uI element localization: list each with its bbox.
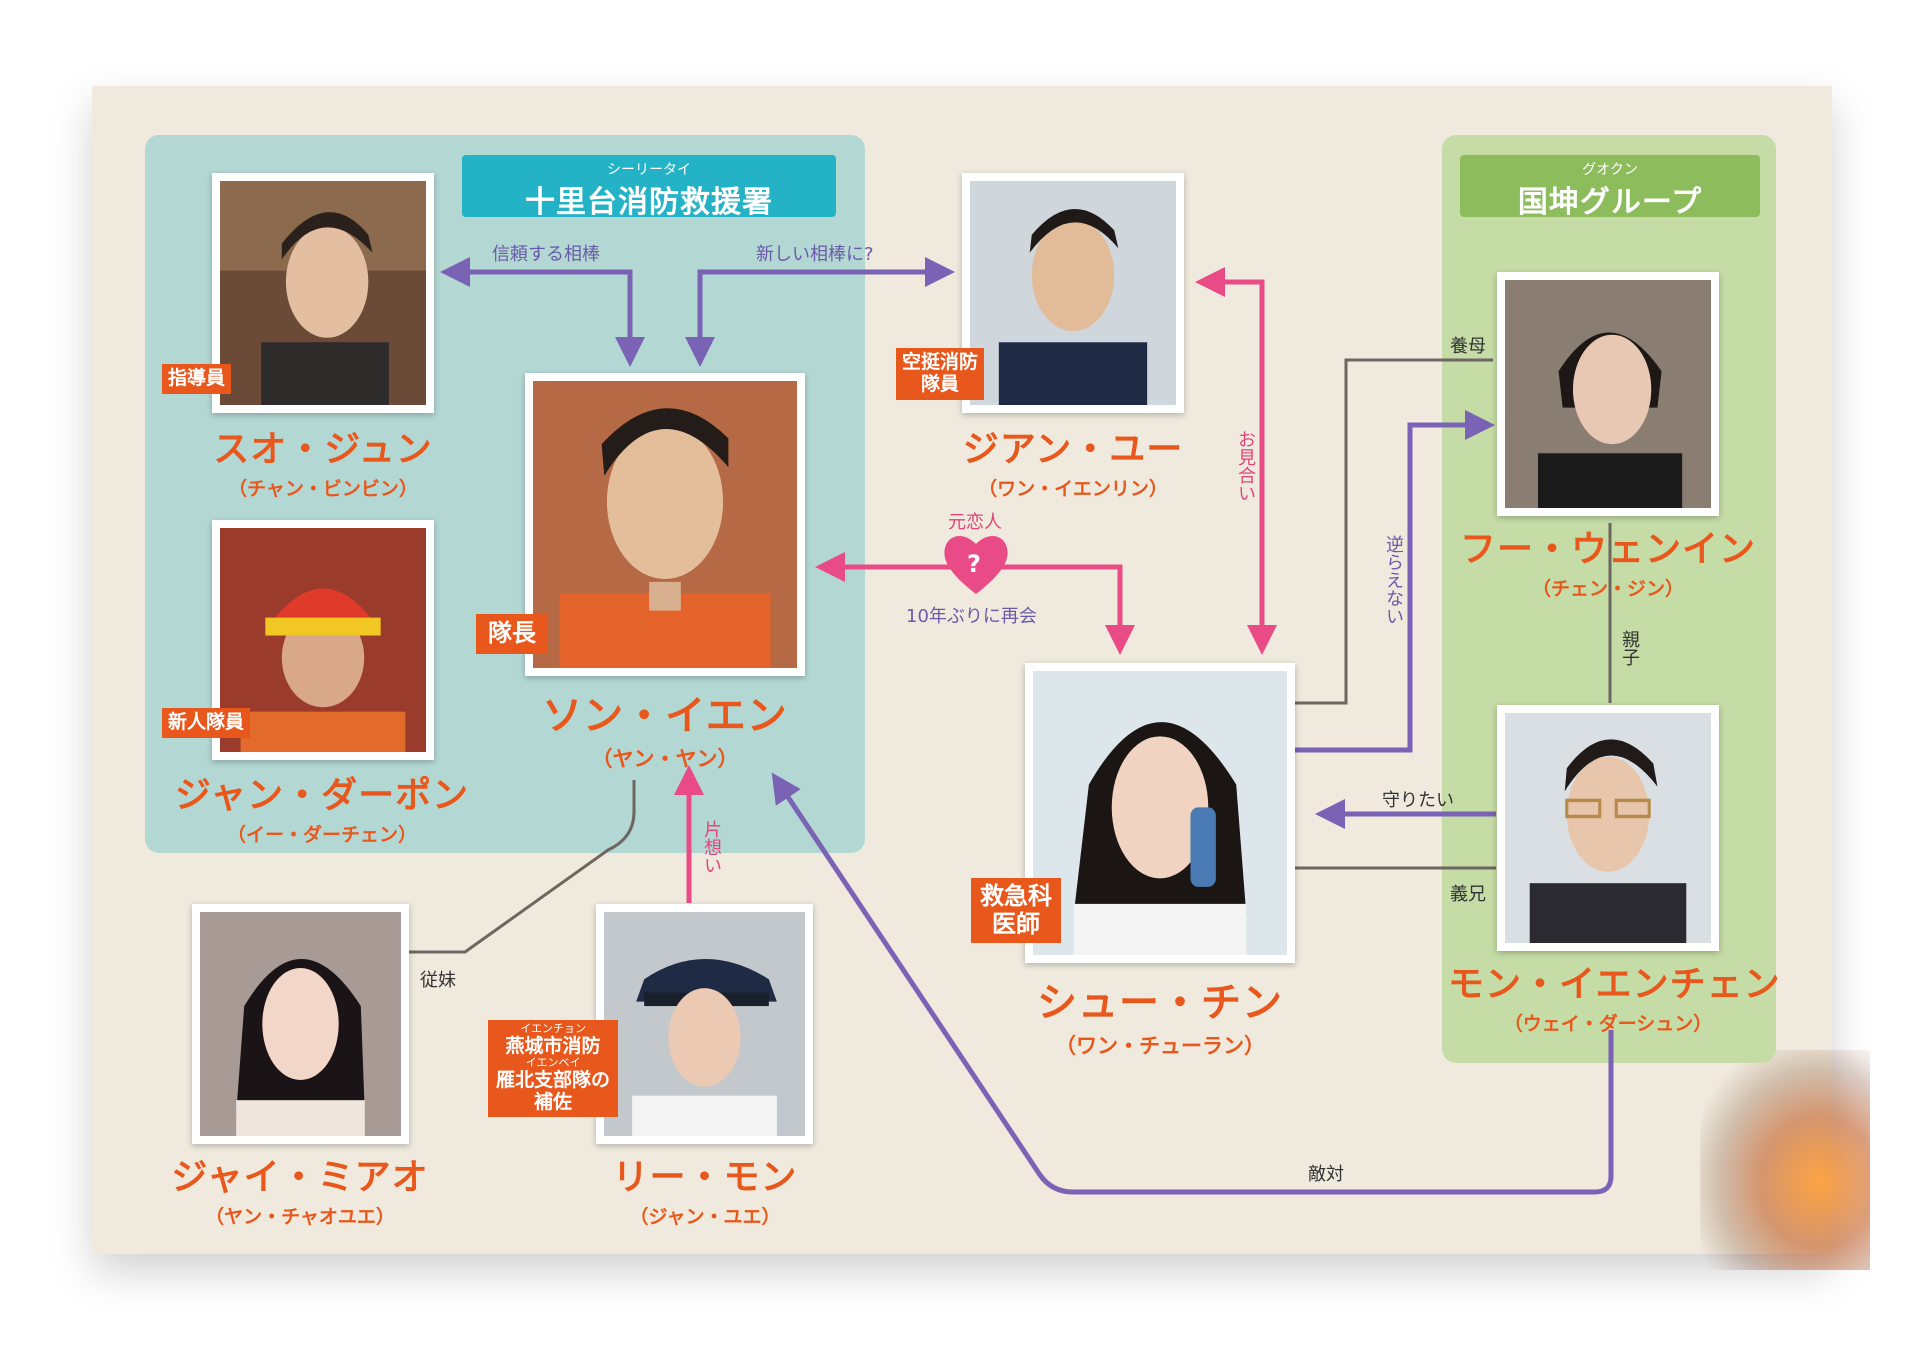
label-one-sided: 片想い [701,820,722,874]
label-new-partner: 新しい相棒に? [756,244,874,265]
name-shu-qin-actor: （ワン・チューラン） [1055,1034,1265,1058]
role-badge-shu-qin-line1: 救急科 [980,882,1052,910]
photo-suo-jun [212,173,434,413]
name-jai-miao: ジャイ・ミアオ （ヤン・チャオユエ） [150,1148,450,1229]
role-badge-shu-qin: 救急科 医師 [971,878,1061,944]
label-hostile: 敵対 [1308,1164,1344,1185]
name-li-mon: リー・モン （ジャン・ユエ） [555,1148,855,1229]
photo-shu-qin [1025,663,1295,963]
label-cousin: 従妹 [420,970,456,991]
name-jiang-dapeng-main: ジャン・ダーポン [174,775,470,816]
label-ex-lover: 元恋人 [948,512,1002,533]
link-ex-lover [815,552,1135,655]
name-suo-jun-main: スオ・ジュン [213,429,433,470]
guokun-ruby: グオクン [1582,162,1638,178]
heart-question-mark: ? [967,550,981,578]
fire-station-banner: シーリータイ 十里台消防救援署 [462,155,836,220]
name-fu-wenying-actor: （チェン・ジン） [1531,578,1684,600]
fire-station-title: 十里台消防救援署 [525,185,773,220]
name-li-mon-main: リー・モン [612,1157,798,1198]
photo-jai-miao [192,904,409,1144]
link-trust [440,257,645,367]
name-song-yan-actor: （ヤン・ヤン） [591,747,739,771]
name-jian-yu-main: ジアン・ユー [962,429,1184,470]
name-li-mon-actor: （ジャン・ユエ） [629,1206,781,1228]
label-omiai: お見合い [1235,430,1256,502]
heart-icon [944,536,1008,594]
name-suo-jun-actor: （チャン・ビンビン） [228,478,418,500]
name-jian-yu: ジアン・ユー （ワン・イエンリン） [932,420,1214,501]
role-badge-li-mon-line1: 燕城市消防 [505,1034,601,1057]
link-cousin [409,780,636,954]
role-badge-jian-yu-line2: 隊員 [921,372,960,395]
fire-station-ruby: シーリータイ [607,162,691,178]
photo-fu-wenying [1497,272,1719,516]
name-jai-miao-actor: （ヤン・チャオユエ） [205,1206,395,1228]
label-cannot-defy: 逆らえない [1383,535,1404,625]
label-trust: 信頼する相棒 [492,244,600,265]
name-shu-qin: シュー・チン （ワン・チューラン） [1010,970,1310,1060]
name-song-yan: ソン・イエン （ヤン・ヤン） [515,683,815,773]
label-reunion: 10年ぶりに再会 [906,606,1037,627]
name-jiang-dapeng-actor: （イー・ダーチェン） [226,824,417,846]
name-mon-yanchen-main: モン・イエンチェン [1448,964,1781,1005]
role-badge-li-mon-line3: 補佐 [534,1090,573,1113]
guokun-title: 国坤グループ [1517,185,1703,220]
name-shu-qin-main: シュー・チン [1037,980,1283,1026]
guokun-banner: グオクン 国坤グループ [1460,155,1760,220]
link-omiai [1195,267,1277,655]
burnt-corner [1700,1050,1870,1270]
name-song-yan-main: ソン・イエン [542,693,788,739]
link-cannot-defy [1295,410,1495,753]
role-badge-jian-yu: 空挺消防 隊員 [896,348,985,400]
role-badge-shu-qin-line2: 医師 [992,909,1040,938]
photo-jian-yu [962,173,1184,413]
label-want-protect: 守りたい [1382,790,1454,811]
name-jian-yu-actor: （ワン・イエンリン） [978,478,1168,500]
photo-mon-yanchen [1497,705,1719,951]
photo-song-yan [525,373,805,676]
name-mon-yanchen-actor: （ウェイ・ダーシュン） [1503,1013,1713,1035]
name-mon-yanchen: モン・イエンチェン （ウェイ・ダーシュン） [1448,955,1781,1036]
name-jiang-dapeng: ジャン・ダーポン （イー・ダーチェン） [172,766,472,847]
link-adoptive-mother [1295,358,1493,705]
photo-li-mon [596,904,813,1144]
name-fu-wenying-main: フー・ウェンイン [1459,529,1756,570]
label-brother-in-law: 義兄 [1450,884,1486,905]
role-badge-li-mon-ruby1: イエンチョン [520,1022,586,1035]
name-suo-jun: スオ・ジュン （チャン・ビンビン） [212,420,434,501]
role-badge-suo-jun: 指導員 [162,364,232,394]
name-fu-wenying: フー・ウェンイン （チェン・ジン） [1458,520,1758,601]
role-badge-li-mon: イエンチョン 燕城市消防 イエンベイ 雁北支部隊の 補佐 [488,1020,619,1117]
label-parent-child: 親子 [1619,630,1640,666]
link-new-partner [685,257,955,367]
name-jai-miao-main: ジャイ・ミアオ [171,1157,429,1198]
link-hostile [771,772,1614,1195]
role-badge-jian-yu-line1: 空挺消防 [902,351,979,373]
role-badge-li-mon-line2: 雁北支部隊の [496,1069,611,1092]
role-badge-jiang-dapeng: 新人隊員 [162,708,251,738]
label-adoptive-mother: 養母 [1450,336,1486,357]
role-badge-li-mon-ruby2: イエンベイ [525,1056,581,1070]
role-badge-song-yan: 隊長 [476,614,548,654]
